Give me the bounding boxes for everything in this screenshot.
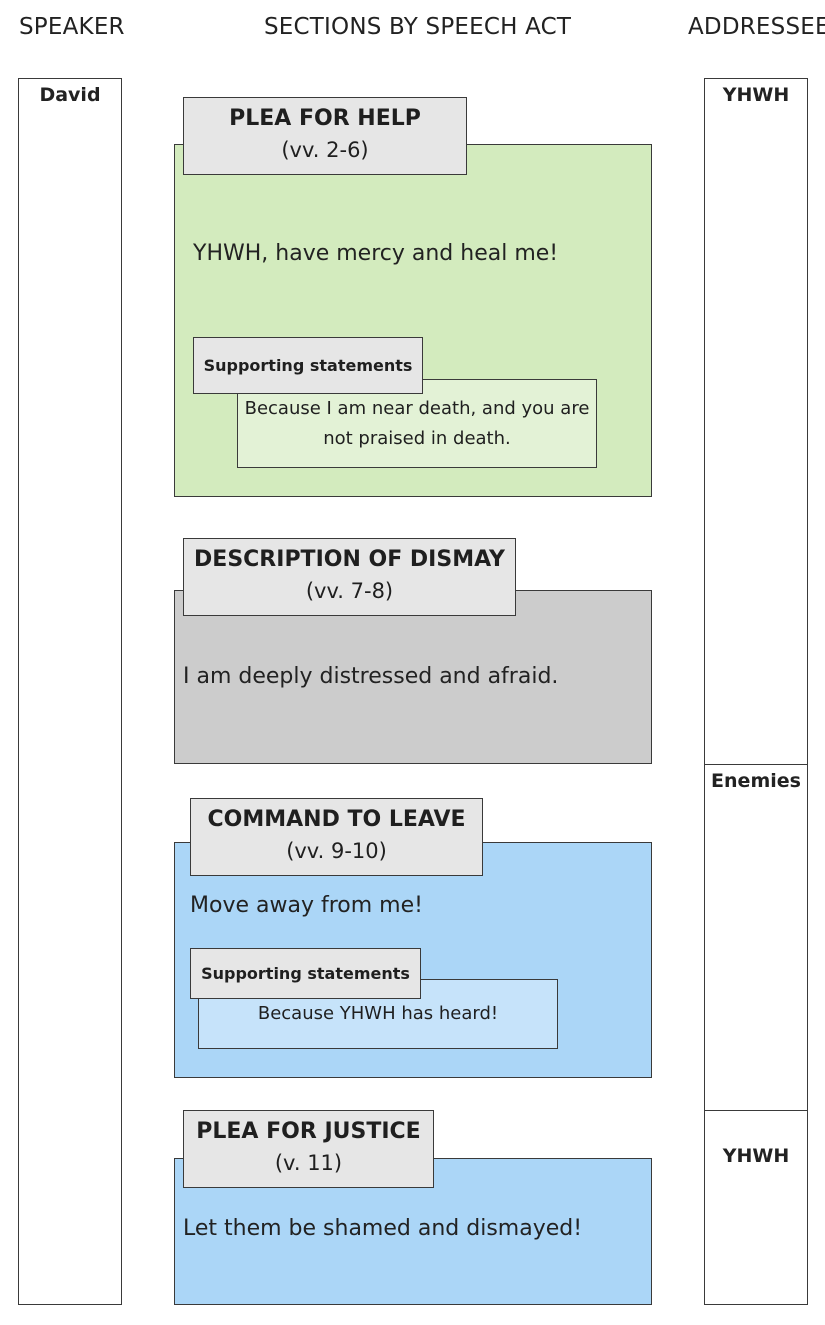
supporting-statement-text: Because YHWH has heard! (257, 1003, 499, 1024)
speaker-column: David (18, 78, 122, 1305)
section-verses: (vv. 2-6) (281, 138, 369, 162)
addressee-segment-yhwh-1: YHWH (704, 78, 808, 765)
sections-column-header: SECTIONS BY SPEECH ACT (264, 14, 572, 40)
section-title-tab: COMMAND TO LEAVE (vv. 9-10) (190, 798, 483, 876)
section-title: DESCRIPTION OF DISMAY (194, 547, 505, 572)
supporting-statements-label: Supporting statements (193, 337, 423, 394)
section-title: PLEA FOR JUSTICE (196, 1119, 421, 1144)
addressee-label: YHWH (722, 84, 790, 106)
supporting-statements-label: Supporting statements (190, 948, 421, 999)
speaker-column-header: SPEAKER (19, 14, 125, 40)
section-title-tab: PLEA FOR HELP (vv. 2-6) (183, 97, 467, 175)
addressee-segment-enemies: Enemies (704, 764, 808, 1111)
section-title: PLEA FOR HELP (229, 106, 421, 131)
section-statement: YHWH, have mercy and heal me! (193, 241, 559, 266)
section-verses: (vv. 7-8) (305, 579, 394, 603)
section-command-to-leave: Move away from me! Because YHWH has hear… (174, 842, 652, 1078)
section-statement: Move away from me! (190, 893, 423, 918)
section-plea-for-help: YHWH, have mercy and heal me! Because I … (174, 144, 652, 497)
section-description-of-dismay: I am deeply distressed and afraid. (174, 590, 652, 764)
supporting-statement-text: Because I am near death, and you are not… (244, 397, 590, 449)
addressee-column-header: ADDRESSEE (688, 14, 825, 40)
section-title-tab: PLEA FOR JUSTICE (v. 11) (183, 1110, 434, 1188)
section-title: COMMAND TO LEAVE (207, 807, 466, 832)
speaker-name: David (39, 84, 101, 106)
addressee-label: YHWH (722, 1145, 790, 1167)
section-statement: Let them be shamed and dismayed! (183, 1216, 583, 1241)
addressee-segment-yhwh-2: YHWH (704, 1110, 808, 1305)
section-statement: I am deeply distressed and afraid. (183, 664, 559, 689)
section-verses: (vv. 9-10) (286, 839, 387, 863)
section-title-tab: DESCRIPTION OF DISMAY (vv. 7-8) (183, 538, 516, 616)
addressee-label: Enemies (711, 770, 801, 792)
section-verses: (v. 11) (274, 1151, 343, 1175)
